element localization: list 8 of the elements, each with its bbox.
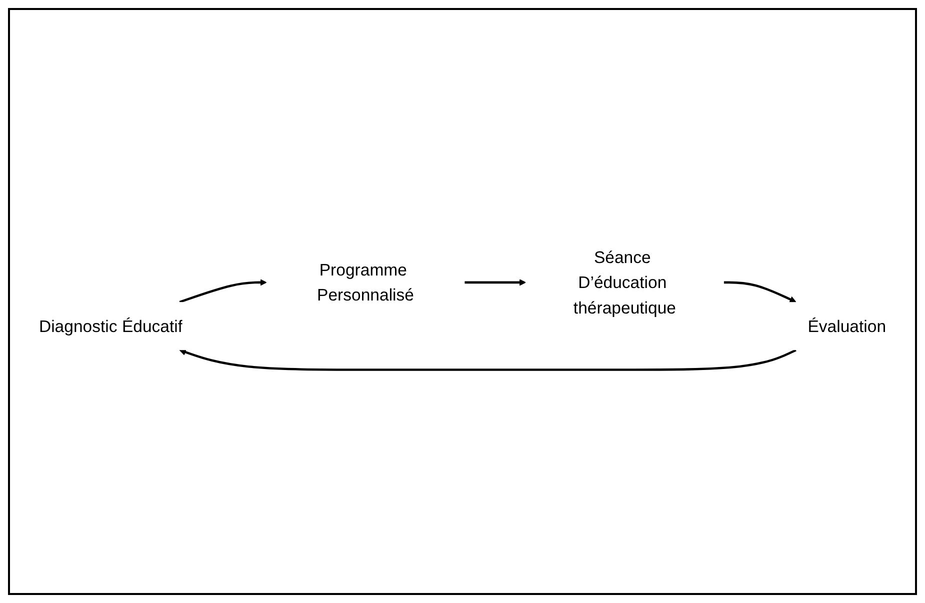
arrow [464, 279, 526, 286]
arrow [179, 279, 267, 304]
node-text: Évaluation [808, 316, 886, 336]
node-text: Programme Personnalisé [317, 260, 414, 305]
node-text: Diagnostic Éducatif [38, 316, 183, 336]
arrow [179, 348, 796, 371]
arrow [724, 281, 796, 303]
node-text: Séance D’éducation thérapeutique [573, 248, 676, 318]
